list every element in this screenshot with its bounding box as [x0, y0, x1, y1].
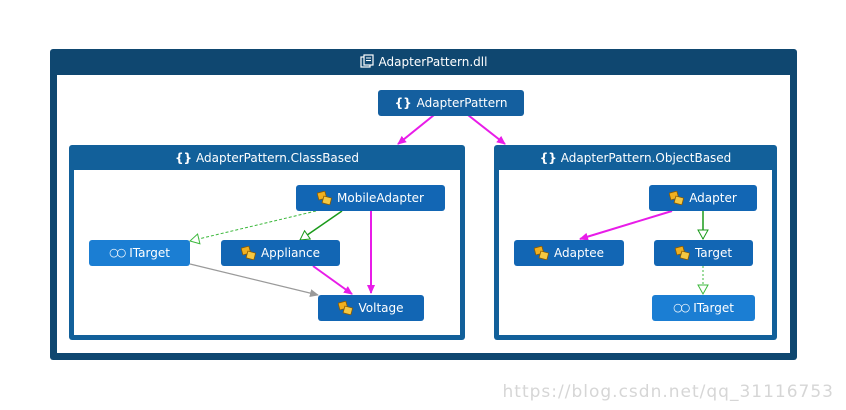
class-icon — [240, 246, 256, 260]
class-node-label: Adapter — [689, 191, 737, 205]
class-node-adaptee[interactable]: Adaptee — [514, 240, 624, 266]
namespace-objectbased-title: AdapterPattern.ObjectBased — [560, 151, 732, 165]
class-node-label: Voltage — [358, 301, 404, 315]
namespace-node-label: AdapterPattern — [416, 96, 508, 110]
class-node-target[interactable]: Target — [654, 240, 753, 266]
class-icon — [674, 246, 690, 260]
class-node-appliance[interactable]: Appliance — [221, 240, 340, 266]
class-node-label: Appliance — [260, 246, 321, 260]
assembly-title: AdapterPattern.dll — [378, 55, 488, 69]
class-node-label: Target — [694, 246, 733, 260]
class-icon — [338, 301, 354, 315]
namespace-icon: {} — [394, 96, 412, 110]
class-node-label: Adaptee — [553, 246, 605, 260]
interface-node-itarget-objectbased[interactable]: ○○ ITarget — [652, 295, 755, 321]
namespace-icon: {} — [174, 151, 193, 165]
class-icon — [317, 191, 332, 205]
class-icon — [533, 246, 549, 260]
assembly-icon — [359, 54, 374, 68]
namespace-objectbased-title-bar: {}AdapterPattern.ObjectBased — [494, 145, 777, 171]
namespace-icon: {} — [539, 151, 557, 165]
interface-node-label: ITarget — [129, 246, 170, 260]
class-icon — [669, 191, 685, 205]
interface-node-label: ITarget — [693, 301, 734, 315]
watermark: https://blog.csdn.net/qq_31116753 — [502, 382, 834, 402]
class-node-voltage[interactable]: Voltage — [318, 295, 424, 321]
class-node-label: MobileAdapter — [337, 191, 424, 205]
namespace-node-adapterpattern[interactable]: {} AdapterPattern — [378, 90, 524, 116]
class-node-adapter[interactable]: Adapter — [649, 185, 757, 211]
class-node-mobileadapter[interactable]: MobileAdapter — [296, 185, 445, 211]
interface-node-itarget-classbased[interactable]: ○○ ITarget — [89, 240, 190, 266]
assembly-title-bar: AdapterPattern.dll — [50, 49, 797, 75]
interface-icon: ○○ — [109, 246, 126, 259]
namespace-classbased-title: AdapterPattern.ClassBased — [196, 151, 360, 165]
interface-icon: ○○ — [673, 301, 690, 314]
namespace-classbased-title-bar: {}AdapterPattern.ClassBased — [69, 145, 465, 171]
